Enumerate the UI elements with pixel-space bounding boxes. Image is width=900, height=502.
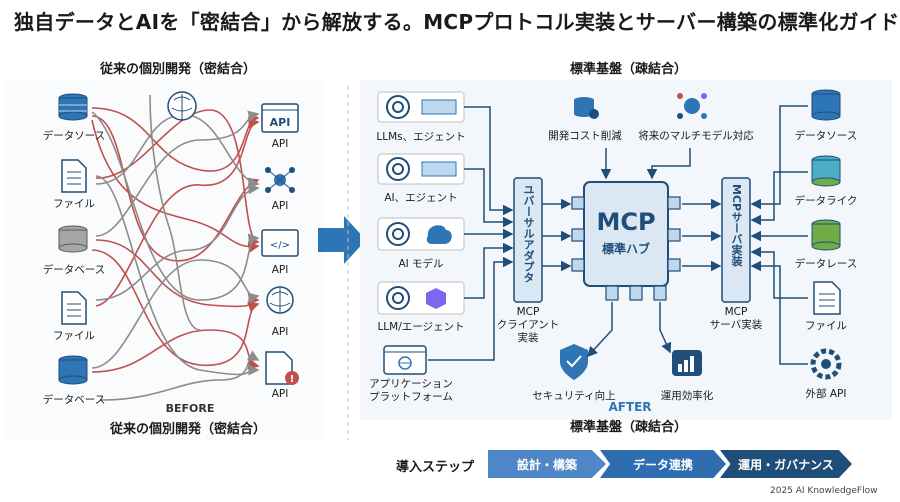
- file-icon: [813, 281, 841, 315]
- database-icon: [811, 89, 841, 121]
- database-icon: [58, 355, 88, 385]
- hub-port-icons: [571, 196, 681, 301]
- page-title: 独自データとAIを「密結合」から解放する。MCPプロトコル実装とサーバー構築の標…: [14, 10, 900, 34]
- data-lake-icon: [811, 155, 841, 187]
- adapter-hub-lines: [542, 198, 572, 272]
- data-warehouse-icon: [811, 219, 841, 251]
- transition-arrow-icon: [318, 216, 366, 264]
- gear-icon: [810, 348, 842, 380]
- source-label: ファイル: [53, 198, 95, 210]
- server-label: データソース: [794, 130, 858, 142]
- brain-icon: [167, 91, 197, 121]
- platform-window-icon: [383, 345, 427, 375]
- client-label: AI、エジェント: [384, 192, 458, 204]
- svg-text:!: !: [290, 374, 295, 385]
- client-app-icon: [377, 91, 465, 123]
- universal-adapter: [513, 177, 543, 303]
- step-operations: 運用・ガバナンス: [720, 450, 852, 478]
- footer-credit: 2025 AI KnowledgeFlow: [770, 486, 878, 496]
- database-cost-icon: [574, 97, 599, 119]
- before-caption-en: BEFORE: [165, 402, 215, 415]
- after-header: 標準基盤（疎結合）: [570, 62, 688, 77]
- benefit-top-lines: [600, 148, 691, 180]
- server-connection-lines: [750, 105, 808, 365]
- after-caption-en: AFTER: [608, 400, 652, 414]
- brain-icon: [266, 286, 294, 314]
- client-app-icon: [377, 153, 465, 185]
- benefit-label: 開発コスト削減: [548, 130, 622, 142]
- client-label: AI モデル: [398, 258, 444, 270]
- client-app-icon: [377, 281, 465, 315]
- database-icon: [58, 225, 88, 253]
- steps-label: 導入ステップ: [396, 460, 475, 475]
- svg-text:</>: </>: [270, 240, 290, 251]
- source-label: データソース: [42, 130, 106, 142]
- server-adapter-label: MCPサーバ実装: [730, 184, 743, 267]
- shield-icon: [560, 344, 588, 380]
- client-app-icon: [377, 217, 465, 251]
- benefit-bottom-lines: [586, 302, 672, 358]
- benefit-label: 将来のマルチモデル対応: [638, 130, 754, 142]
- api-label: API: [271, 200, 289, 212]
- server-caption: MCP サーバ実装: [709, 306, 763, 331]
- api-label: API: [271, 138, 289, 150]
- tangled-gray-lines: [91, 94, 260, 401]
- svg-text:API: API: [270, 116, 291, 129]
- database-icon: [58, 93, 88, 121]
- efficiency-chart-icon: [672, 350, 702, 376]
- adapter-label: ユバーサルアダプタ: [522, 184, 535, 283]
- step-data-integration: データ連携: [600, 450, 726, 478]
- source-label: ファイル: [53, 330, 95, 342]
- client-connection-lines: [428, 106, 514, 361]
- api-label: API: [271, 326, 289, 338]
- benefit-label: 運用効率化: [660, 390, 714, 402]
- api-label: API: [271, 388, 289, 400]
- hub-server-lines: [682, 198, 722, 272]
- before-caption-jp: 従来の個別開発（密結合）: [110, 422, 267, 437]
- network-icon: [265, 167, 295, 193]
- server-label: 外部 API: [805, 388, 847, 400]
- hub-title: MCP: [596, 208, 656, 236]
- source-label: データベース: [42, 394, 106, 406]
- file-icon: [61, 291, 87, 325]
- benefit-label: セキュリティ向上: [532, 390, 616, 402]
- server-label: ファイル: [805, 320, 847, 332]
- before-header: 従来の個別開発（密結合）: [100, 62, 257, 77]
- hub-subtitle: 標準ハブ: [601, 242, 650, 256]
- after-caption-jp: 標準基盤（疎結合）: [570, 420, 688, 435]
- server-label: データレース: [794, 258, 858, 270]
- file-icon: [61, 159, 87, 193]
- step-design: 設計・構築: [488, 450, 606, 478]
- code-window-icon: </>: [261, 229, 299, 257]
- api-label: API: [271, 264, 289, 276]
- client-caption: MCP クライアント 実装: [496, 306, 560, 344]
- source-label: データベース: [42, 264, 106, 276]
- warning-file-icon: !: [265, 351, 299, 385]
- multi-model-icon: [677, 93, 707, 119]
- server-label: データライク: [794, 195, 858, 207]
- api-icon: API: [261, 103, 299, 133]
- client-label: LLMs、エジェント: [376, 131, 466, 143]
- platform-label: アプリケーション プラットフォーム: [369, 378, 453, 403]
- client-label: LLM/エージェント: [377, 321, 465, 333]
- mcp-server-adapter: [721, 177, 751, 303]
